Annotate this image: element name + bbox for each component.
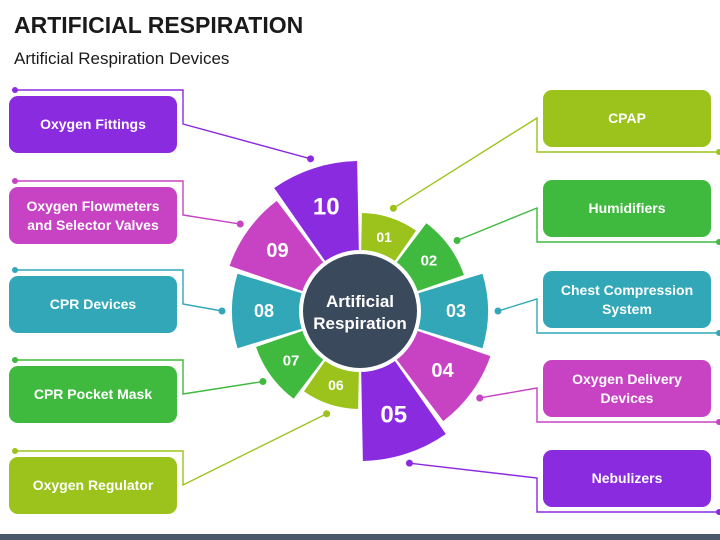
label-box-10: Oxygen Fittings <box>9 96 177 153</box>
connector-line-09 <box>15 180 241 225</box>
page-subtitle: Artificial Respiration Devices <box>14 49 230 68</box>
connector-line-03 <box>497 298 719 334</box>
label-text-02: Humidifiers <box>588 200 666 216</box>
segment-number-03: 03 <box>446 301 466 321</box>
connector-dot-03 <box>494 307 502 315</box>
label-text-06: Oxygen Regulator <box>32 477 154 493</box>
label-box-03: Chest Compression System <box>543 271 711 328</box>
segment-number-08: 08 <box>254 301 274 321</box>
label-box-07: CPR Pocket Mask <box>9 366 177 423</box>
label-box-01: CPAP <box>543 90 711 147</box>
label-box-04: Oxygen Delivery Devices <box>543 360 711 417</box>
segment-number-04: 04 <box>431 360 454 382</box>
connector-end-dot-04 <box>716 419 720 425</box>
label-box-05: Nebulizers <box>543 450 711 507</box>
connector-dot-08 <box>218 307 226 315</box>
connector-line-02 <box>456 206 719 243</box>
segment-10 <box>274 161 360 277</box>
connector-dot-10 <box>307 155 315 163</box>
segment-number-02: 02 <box>421 252 438 269</box>
connector-end-dot-10 <box>12 87 18 93</box>
segment-03 <box>400 273 488 349</box>
connector-end-dot-07 <box>12 357 18 363</box>
label-box-02: Humidifiers <box>543 180 711 237</box>
connector-end-dot-02 <box>716 239 720 245</box>
connector-line-10 <box>15 89 311 160</box>
connector-dot-04 <box>476 394 484 402</box>
label-text-08: CPR Devices <box>49 296 137 312</box>
connector-end-dot-08 <box>12 267 18 273</box>
label-box-06: Oxygen Regulator <box>9 457 177 514</box>
connector-dot-06 <box>323 410 331 418</box>
label-text-10: Oxygen Fittings <box>40 116 146 132</box>
connector-end-dot-05 <box>716 509 720 515</box>
label-text-03: Chest Compression System <box>560 281 694 317</box>
segment-08 <box>232 273 320 349</box>
segment-09 <box>229 200 335 298</box>
label-box-08: CPR Devices <box>9 276 177 333</box>
segment-number-05: 05 <box>380 401 407 428</box>
footer-bar <box>0 534 720 540</box>
connector-line-06 <box>15 413 327 487</box>
label-text-05: Nebulizers <box>591 470 663 486</box>
connector-dot-09 <box>236 220 244 228</box>
label-text-04: Oxygen Delivery Devices <box>572 370 682 406</box>
connector-end-dot-06 <box>12 448 18 454</box>
segment-number-06: 06 <box>328 377 344 393</box>
connector-dot-01 <box>389 204 397 212</box>
segment-number-07: 07 <box>283 353 300 370</box>
page-title: ARTIFICIAL RESPIRATION <box>14 12 304 38</box>
connector-line-07 <box>15 359 264 395</box>
label-text-01: CPAP <box>608 110 646 126</box>
connector-end-dot-01 <box>716 149 720 155</box>
segment-04 <box>385 324 491 422</box>
segment-number-01: 01 <box>376 229 392 245</box>
connector-dot-05 <box>405 459 413 467</box>
connector-line-04 <box>479 387 719 423</box>
label-box-09: Oxygen Flowmeters and Selector Valves <box>9 187 177 244</box>
center-circle <box>303 254 417 368</box>
connector-line-01 <box>393 116 719 209</box>
connector-dot-07 <box>259 378 267 386</box>
segment-number-09: 09 <box>266 240 288 262</box>
label-text-07: CPR Pocket Mask <box>33 386 153 402</box>
segment-05 <box>360 345 446 461</box>
label-text-09: Oxygen Flowmeters and Selector Valves <box>26 197 160 233</box>
segment-number-10: 10 <box>313 194 340 221</box>
connector-dot-02 <box>453 236 461 244</box>
connector-end-dot-03 <box>716 330 720 336</box>
connector-line-08 <box>15 269 223 312</box>
connector-end-dot-09 <box>12 178 18 184</box>
connector-line-05 <box>409 462 719 513</box>
